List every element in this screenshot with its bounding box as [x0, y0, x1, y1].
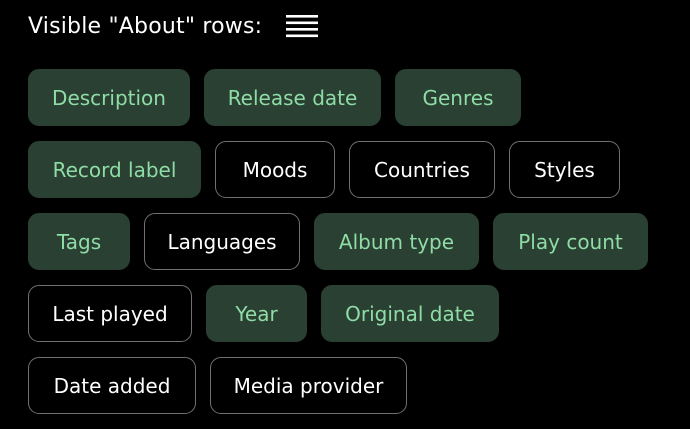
chip-row: Tags Languages Album type Play count: [28, 213, 668, 270]
chip-year[interactable]: Year: [206, 285, 307, 342]
chip-media-provider[interactable]: Media provider: [210, 357, 407, 414]
chip-label: Record label: [52, 157, 177, 182]
chip-date-added[interactable]: Date added: [28, 357, 196, 414]
chip-languages[interactable]: Languages: [144, 213, 300, 270]
chip-original-date[interactable]: Original date: [321, 285, 499, 342]
chip-album-type[interactable]: Album type: [314, 213, 479, 270]
chip-label: Languages: [167, 229, 277, 254]
drag-handle-icon[interactable]: [286, 14, 318, 38]
chip-label: Year: [235, 301, 278, 326]
chip-label: Media provider: [233, 373, 384, 398]
chip-row: Date added Media provider: [28, 357, 668, 414]
chip-row: Record label Moods Countries Styles: [28, 141, 668, 198]
chip-label: Genres: [422, 85, 494, 110]
chip-label: Moods: [242, 157, 308, 182]
chip-label: Album type: [338, 229, 455, 254]
chip-styles[interactable]: Styles: [509, 141, 620, 198]
chip-moods[interactable]: Moods: [215, 141, 335, 198]
chip-last-played[interactable]: Last played: [28, 285, 192, 342]
chip-label: Last played: [52, 301, 168, 326]
chip-row: Last played Year Original date: [28, 285, 668, 342]
chip-release-date[interactable]: Release date: [204, 69, 381, 126]
chip-tags[interactable]: Tags: [28, 213, 130, 270]
chip-label: Description: [52, 85, 166, 110]
page-title: Visible "About" rows:: [28, 13, 263, 39]
chip-label: Date added: [53, 373, 171, 398]
chip-label: Release date: [227, 85, 358, 110]
chip-label: Original date: [345, 301, 475, 326]
chip-record-label[interactable]: Record label: [28, 141, 201, 198]
chip-label: Play count: [518, 229, 623, 254]
chip-play-count[interactable]: Play count: [493, 213, 648, 270]
chip-description[interactable]: Description: [28, 69, 190, 126]
chip-countries[interactable]: Countries: [349, 141, 495, 198]
chip-label: Countries: [374, 157, 470, 182]
chip-label: Tags: [56, 229, 102, 254]
about-rows-chip-group: Description Release date Genres Record l…: [28, 69, 668, 429]
chip-label: Styles: [534, 157, 595, 182]
chip-genres[interactable]: Genres: [395, 69, 521, 126]
chip-row: Description Release date Genres: [28, 69, 668, 126]
header: Visible "About" rows:: [28, 10, 262, 42]
